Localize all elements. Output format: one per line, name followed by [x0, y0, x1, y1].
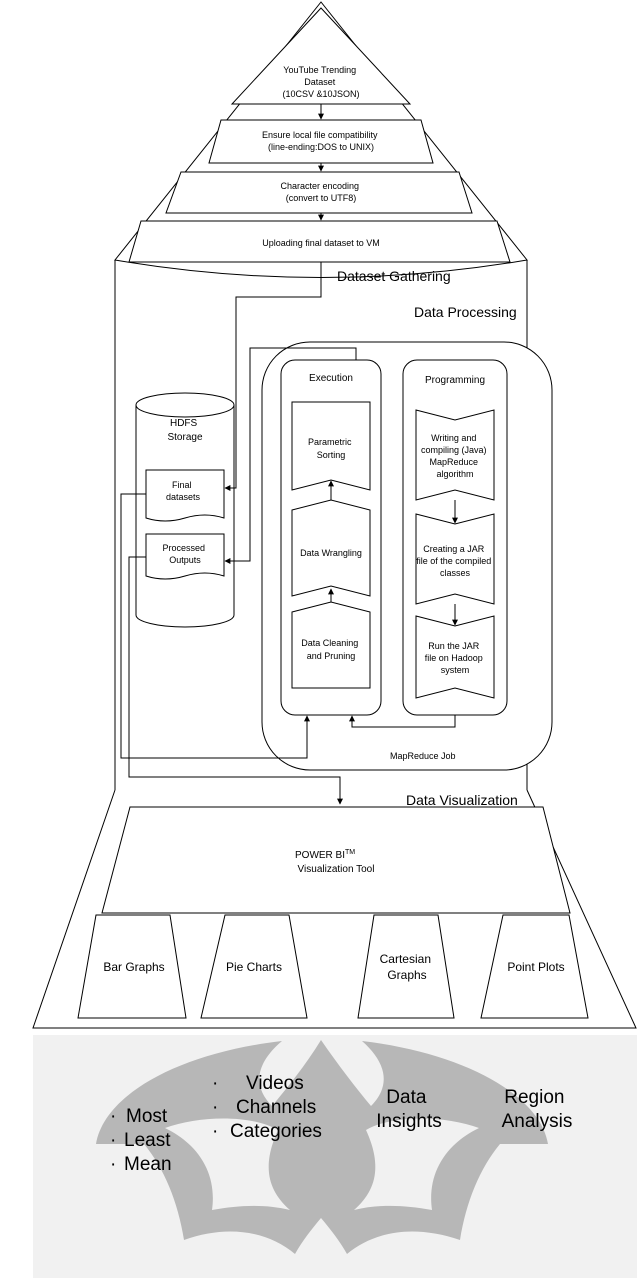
data-visualization-section: Data Visualization POWER BITM Visualizat… [32, 789, 637, 1029]
prog-step-create-jar [415, 513, 495, 605]
arrow-processed-to-visualization [128, 556, 343, 805]
hdfs-cylinder-top [135, 392, 235, 418]
power-bi-line2: Visualization Tool [298, 864, 375, 875]
prog-step-1-label: Writing and compiling (Java) MapReduce a… [421, 433, 489, 479]
prog-step-2-label: Creating a JAR file of the compiled clas… [416, 544, 494, 578]
exec-step-3-label: Data Cleaning and Pruning [301, 638, 361, 661]
exec-step-data-cleaning [291, 601, 371, 689]
prog-step-3-label: Run the JAR file on Hadoop system [425, 641, 486, 675]
exec-step-parametric-sorting [291, 401, 371, 491]
chart-cartesian-graphs-label: Cartesian Graphs [380, 952, 435, 982]
gathering-step-4-label: Uploading final dataset to VM [262, 238, 380, 248]
chart-bar-graphs-label: Bar Graphs [103, 960, 164, 974]
hdfs-title: HDFS Storage [167, 418, 202, 443]
power-bi-tool-box [101, 806, 571, 914]
stats-list: ·Most ·Least ·Mean [110, 1106, 176, 1175]
gathering-step-2-label: Ensure local file compatibility (line-en… [262, 130, 380, 152]
final-datasets-doc [145, 469, 225, 522]
chart-pie-charts-label: Pie Charts [226, 960, 282, 974]
chart-bar-graphs [77, 914, 187, 1019]
gathering-step-1-label: YouTube Trending Dataset (10CSV &10JSON) [282, 65, 359, 99]
final-datasets-label: Final datasets [166, 480, 201, 502]
entities-list: ·Videos ·Channels ·Categories [212, 1073, 322, 1142]
bat-logo-watermark [96, 1040, 548, 1254]
gathering-step-3-label: Character encoding (convert to UTF8) [280, 181, 361, 203]
chart-cartesian-graphs [357, 914, 455, 1019]
data-processing-section: Data Processing HDFS Storage Final datas… [114, 260, 553, 805]
arrow-upload-to-final-datasets [224, 262, 322, 491]
arrow-final-datasets-to-execution [120, 493, 310, 759]
processed-outputs-label: Processed Outputs [162, 543, 207, 565]
prog-step-write-compile [415, 409, 495, 501]
chart-point-plots-label: Point Plots [507, 960, 564, 974]
dataset-gathering-section: YouTube Trending Dataset (10CSV &10JSON)… [114, 1, 528, 284]
gathering-step-2 [208, 119, 434, 164]
data-visualization-label: Data Visualization [406, 792, 518, 808]
arrow-execution-to-processed [224, 347, 357, 564]
arrow-programming-to-execution [349, 715, 456, 728]
power-bi-line1: POWER BITM [295, 849, 355, 861]
gathering-step-3 [165, 171, 473, 214]
chart-point-plots [480, 914, 589, 1019]
hdfs-storage: HDFS Storage Final datasets Processed Ou… [135, 392, 235, 628]
execution-title: Execution [309, 373, 353, 384]
mapreduce-job-label: MapReduce Job [390, 751, 456, 761]
insights-panel: ·Most ·Least ·Mean ·Videos ·Channels ·Ca… [33, 1035, 637, 1278]
gathering-step-4 [128, 220, 511, 263]
data-processing-label: Data Processing [414, 304, 517, 320]
chart-pie-charts [200, 914, 308, 1019]
programming-title: Programming [425, 375, 485, 386]
prog-step-run-jar [415, 615, 495, 699]
dataset-gathering-label: Dataset Gathering [337, 268, 451, 284]
exec-step-1-label: Parametric Sorting [308, 437, 354, 460]
processed-outputs-doc [145, 533, 225, 580]
data-insights-label: Data Insights [376, 1087, 441, 1132]
visualization-outline [32, 789, 637, 1029]
region-analysis-label: Region Analysis [502, 1087, 573, 1132]
exec-step-2-label: Data Wrangling [300, 548, 362, 558]
